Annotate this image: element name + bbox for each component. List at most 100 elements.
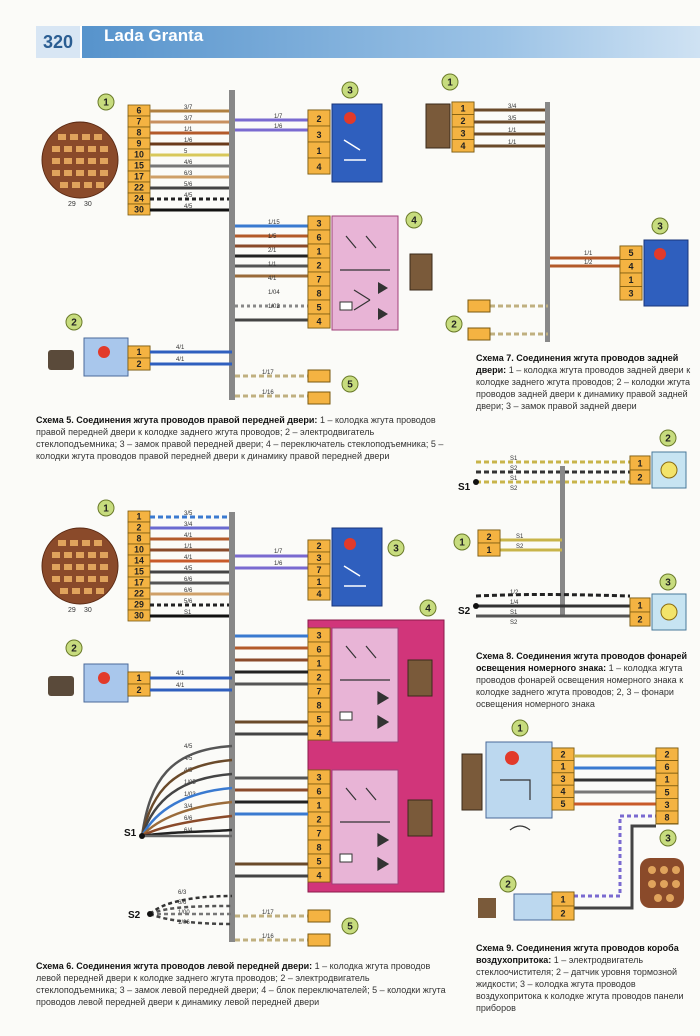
wire-label: 1/04 [268,290,280,296]
callouts: 123 [499,719,677,893]
pin-number: 1 [560,762,565,772]
wire-label: 4/5 [184,756,193,762]
wire-label: 4/1 [176,345,185,351]
callout-number: 4 [411,216,417,227]
callout-badge [659,429,677,447]
pin-number: 22 [134,182,144,192]
harness-trunk [560,466,565,616]
pin-cell [307,313,331,329]
callout-badge [65,313,83,331]
pin-number: 3 [316,130,321,140]
pin-number: 5 [560,799,565,809]
pin-number: 1 [628,275,633,285]
pin-number: 14 [134,555,144,565]
callout-number: 2 [71,644,77,655]
wire-label: 3/4 [508,104,517,110]
callout-badge [511,719,529,737]
pin-number: 2 [136,359,141,369]
scheme5-caption: Схема 5. Соединения жгута проводов право… [36,414,446,462]
callout-badge [341,81,359,99]
wire-label: S1 [516,534,524,540]
book-title: Lada Granta [104,26,204,45]
pin-number: 30 [134,610,144,620]
wire-label: 3/4 [184,804,193,810]
wire-label: 6/6 [178,900,187,906]
pin-number: 3 [316,553,321,563]
pin-cell [477,542,501,557]
wire-label: 1/1 [508,140,517,146]
pin-number: 2 [664,749,669,759]
pin-number: 1 [316,577,321,587]
wire-label: 1/7 [274,114,283,120]
splice-label: S2 [128,910,141,921]
round-label: 30 [84,607,92,614]
pin-number: 5 [316,857,321,867]
pin-number: 2 [460,116,465,126]
caption-title: Схема 8. Соединения жгута проводов фонар… [476,651,687,673]
wire-label: 1/7 [274,549,283,555]
pin-number: 3 [316,219,321,229]
splice-point [147,911,153,917]
pin-cell [655,810,679,825]
harness-wires [150,515,232,618]
pin-number: 1 [637,601,642,611]
pin-number: 7 [316,687,321,697]
callout-number: 3 [657,222,663,233]
wire-label: S1 [510,476,518,482]
callout-badge [659,829,677,847]
wire-label: 4/5 [184,744,193,750]
harness-trunk [545,102,550,342]
scheme6-caption: Схема 6. Соединения жгута проводов левой… [36,960,446,1008]
wire-label: 1/06 [178,920,190,926]
wire-label: 1/1 [268,262,277,268]
wire-label: 1/17 [262,910,274,916]
wire-label: 1/00 [178,910,190,916]
speaker-connector [467,299,491,313]
pin-number: 3 [316,773,321,783]
pin-number: 2 [316,815,321,825]
callout-badge [651,217,669,235]
pin-number: 8 [316,701,321,711]
wire-label: S1 [510,610,518,616]
splice-label: S1 [124,828,137,839]
callout-number: 5 [347,380,353,391]
wire-label: 4/6 [184,160,193,166]
callout-number: 3 [347,86,353,97]
callout-number: 1 [103,98,109,109]
pin-number: 1 [486,545,491,555]
wire-label: 5/6 [184,599,193,605]
pin-number: 1 [637,459,642,469]
pin-number: 1 [316,146,321,156]
pin-number: 6 [316,233,321,243]
connector-1: 128101415172229303/53/44/11/14/14/56/66/… [127,510,193,622]
pin-number: 4 [460,141,465,151]
sensor-plug [478,898,496,918]
pin-number: 7 [316,565,321,575]
pin-number: 4 [316,589,321,599]
rear-door-plug [425,103,451,149]
callouts: 1 2 3 4 5 [65,499,437,935]
pin-number: 4 [316,162,321,172]
callout-badge [97,499,115,517]
switch-lower [331,769,399,885]
callout-number: 4 [425,604,431,615]
wire-label: 4/1 [184,533,193,539]
pin-number: 8 [137,533,142,543]
pin-number: 10 [134,544,144,554]
caption-text: 1 – колодка жгута проводов фонарей освещ… [476,663,684,709]
scheme5: 29 30 67891015172224303/73/71/11/654/66/… [41,81,433,405]
wire-label: 1/6 [274,561,283,567]
callout-number: 1 [103,504,109,515]
scheme6: 29 30 128101415172229303/53/44/11/14/14/… [41,499,445,947]
connector-2-pins: 12 [127,345,151,371]
wire-label: 1/5 [268,234,277,240]
wire-label: S1 [510,456,518,462]
round-label: 29 [68,607,76,614]
callout-number: 1 [447,78,453,89]
pin-number: 8 [137,127,142,137]
pin-number: 2 [137,522,142,532]
